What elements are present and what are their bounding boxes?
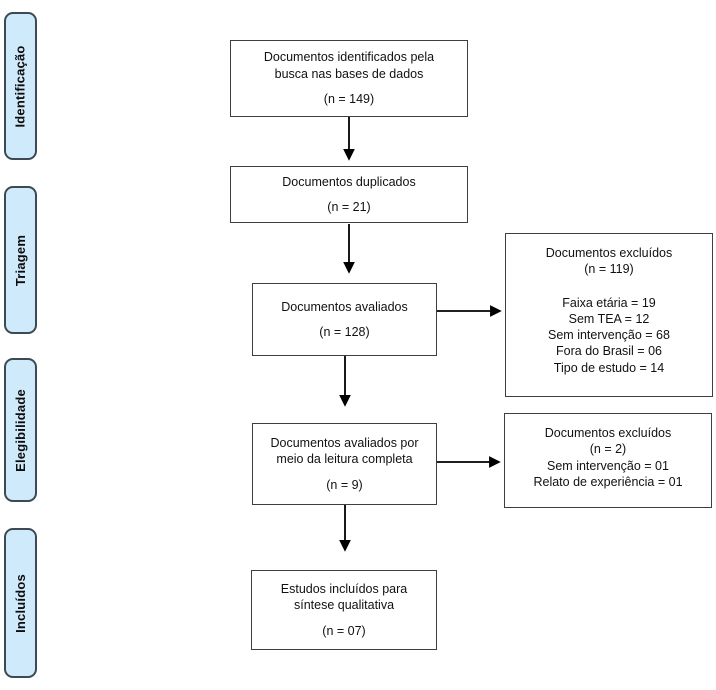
exclusion-reason: Relato de experiência = 01	[533, 474, 683, 489]
box-duplicates-text: Documentos duplicados	[282, 174, 416, 189]
exclusion-reason: Sem intervenção = 01	[547, 458, 669, 473]
box-included: Estudos incluídos para síntese qualitati…	[251, 570, 437, 650]
box-included-count: (n = 07)	[322, 623, 366, 638]
box-identified-text: Documentos identificados pela busca nas …	[263, 50, 435, 81]
box-fulltext-assessed: Documentos avaliados por meio da leitura…	[252, 423, 437, 505]
stage-incluidos-label: Incluídos	[13, 573, 29, 633]
box-fulltext-assessed-count: (n = 9)	[326, 477, 363, 492]
box-screened-text: Documentos avaliados	[281, 299, 408, 314]
box-excluded-screening-reasons: Faixa etária = 19 Sem TEA = 12 Sem inter…	[506, 295, 712, 376]
box-screened-count: (n = 128)	[319, 325, 370, 339]
stage-triagem-label: Triagem	[13, 234, 29, 286]
stage-triagem: Triagem	[4, 186, 37, 334]
box-excluded-fulltext-title: Documentos excluídos	[544, 426, 672, 440]
box-excluded-screening-count: (n = 119)	[584, 262, 634, 277]
exclusion-reason: Sem intervenção = 68	[548, 328, 670, 342]
exclusion-reason: Tipo de estudo = 14	[553, 360, 665, 375]
box-identified: Documentos identificados pela busca nas …	[230, 40, 468, 117]
exclusion-reason: Sem TEA = 12	[568, 311, 650, 326]
box-duplicates: Documentos duplicados (n = 21)	[230, 166, 468, 223]
box-excluded-screening: Documentos excluídos (n = 119) Faixa etá…	[505, 233, 713, 397]
stage-elegibilidade-label: Elegibilidade	[13, 388, 29, 472]
box-duplicates-count: (n = 21)	[327, 200, 371, 214]
box-excluded-fulltext-count: (n = 2)	[589, 442, 627, 457]
box-fulltext-assessed-text: Documentos avaliados por meio da leitura…	[270, 435, 419, 467]
box-excluded-screening-title: Documentos excluídos	[545, 246, 673, 260]
stage-identificacao: Identificação	[4, 12, 37, 160]
box-excluded-fulltext-reasons: Sem intervenção = 01 Relato de experiênc…	[505, 458, 711, 491]
box-identified-count: (n = 149)	[323, 92, 375, 107]
exclusion-reason: Fora do Brasil = 06	[556, 344, 662, 359]
box-excluded-fulltext: Documentos excluídos (n = 2) Sem interve…	[504, 413, 712, 508]
stage-incluidos: Incluídos	[4, 528, 37, 678]
box-screened: Documentos avaliados (n = 128)	[252, 283, 437, 356]
exclusion-reason: Faixa etária = 19	[562, 295, 656, 310]
stage-elegibilidade: Elegibilidade	[4, 358, 37, 502]
stage-identificacao-label: Identificação	[13, 44, 29, 128]
box-included-text: Estudos incluídos para síntese qualitati…	[280, 581, 408, 613]
